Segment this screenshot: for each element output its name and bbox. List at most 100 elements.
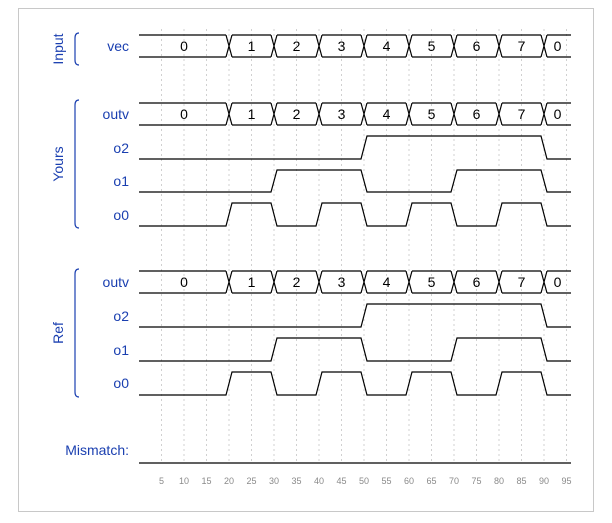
bus-value: 5 — [428, 274, 436, 290]
o1-wave — [139, 337, 571, 362]
group-bracket — [74, 268, 80, 398]
bus-rail — [139, 34, 571, 58]
bus-transition — [495, 270, 503, 294]
bus-transition — [540, 102, 548, 126]
group-bracket — [74, 32, 80, 66]
bus-value: 0 — [180, 38, 188, 54]
time-tick-label: 70 — [449, 476, 459, 486]
bus-transition — [315, 270, 323, 294]
bus-value: 4 — [383, 38, 391, 54]
bus-transition — [270, 34, 278, 58]
time-grid — [161, 29, 567, 464]
bus-value: 2 — [293, 274, 301, 290]
waveforms: 0 1 2 3 4 5 6 7 0 0 1 2 3 4 5 6 7 0 0 1 2 3 4 5 6 7 0 — [139, 34, 571, 464]
time-tick-label: 50 — [359, 476, 369, 486]
bus-value: 3 — [338, 106, 346, 122]
bus-value: 4 — [383, 274, 391, 290]
bus-value: 7 — [518, 106, 526, 122]
bus-value: 0 — [554, 106, 562, 122]
time-tick-label: 10 — [179, 476, 189, 486]
time-tick-label: 20 — [224, 476, 234, 486]
bus-transition — [270, 102, 278, 126]
signal-label-outv: outv — [103, 274, 129, 290]
time-tick-label: 80 — [494, 476, 504, 486]
time-tick-label: 25 — [246, 476, 256, 486]
time-tick-label: 35 — [291, 476, 301, 486]
bus-rail — [139, 102, 571, 126]
bus-transition — [225, 102, 233, 126]
o2-wave — [139, 135, 571, 160]
time-tick-label: 45 — [336, 476, 346, 486]
bus-value: 5 — [428, 106, 436, 122]
signal-label-o0: o0 — [113, 207, 129, 223]
bus-value: 2 — [293, 38, 301, 54]
bus-value: 6 — [473, 106, 481, 122]
bus-transition — [360, 270, 368, 294]
bus-transition — [450, 270, 458, 294]
time-tick-label: 5 — [159, 476, 164, 486]
bus-value: 6 — [473, 274, 481, 290]
bus-transition — [495, 102, 503, 126]
bus-value: 3 — [338, 38, 346, 54]
bus-transition — [540, 270, 548, 294]
bus-transition — [450, 34, 458, 58]
bus-transition — [405, 34, 413, 58]
group-label-yours: Yours — [50, 146, 66, 181]
time-tick-label: 90 — [539, 476, 549, 486]
signal-label-o1: o1 — [113, 173, 129, 189]
bus-transition — [405, 270, 413, 294]
mismatch-label: Mismatch: — [65, 442, 129, 458]
time-tick-label: 60 — [404, 476, 414, 486]
group-label-ref: Ref — [50, 322, 66, 344]
time-tick-label: 55 — [381, 476, 391, 486]
bus-transition — [225, 34, 233, 58]
bus-value: 1 — [248, 274, 256, 290]
bus-value: 0 — [180, 274, 188, 290]
o2-wave — [139, 303, 571, 328]
o0-wave — [139, 202, 571, 227]
bus-value: 5 — [428, 38, 436, 54]
signal-label-outv: outv — [103, 106, 129, 122]
bus-transition — [360, 102, 368, 126]
bus-value: 0 — [554, 274, 562, 290]
signal-label-o2: o2 — [113, 140, 129, 156]
signal-label-o2: o2 — [113, 308, 129, 324]
bus-value: 2 — [293, 106, 301, 122]
time-tick-label: 15 — [201, 476, 211, 486]
bus-value: 7 — [518, 38, 526, 54]
bus-transition — [360, 34, 368, 58]
time-tick-label: 30 — [269, 476, 279, 486]
bus-value: 1 — [248, 38, 256, 54]
signal-label-vec: vec — [107, 38, 129, 54]
bus-value: 0 — [554, 38, 562, 54]
bus-value: 4 — [383, 106, 391, 122]
signal-label-o1: o1 — [113, 342, 129, 358]
bus-transition — [405, 102, 413, 126]
bus-value: 0 — [180, 106, 188, 122]
o0-wave — [139, 371, 571, 396]
bus-transition — [270, 270, 278, 294]
time-tick-label: 85 — [516, 476, 526, 486]
bus-value: 1 — [248, 106, 256, 122]
bus-transition — [315, 34, 323, 58]
time-tick-label: 40 — [314, 476, 324, 486]
group-bracket — [74, 99, 80, 229]
bus-value: 6 — [473, 38, 481, 54]
time-tick-label: 75 — [471, 476, 481, 486]
bus-transition — [225, 270, 233, 294]
group-label-input: Input — [50, 33, 66, 64]
bus-transition — [540, 34, 548, 58]
bus-transition — [450, 102, 458, 126]
bus-rail — [139, 270, 571, 294]
o1-wave — [139, 169, 571, 193]
bus-value: 3 — [338, 274, 346, 290]
time-tick-label: 65 — [426, 476, 436, 486]
bus-value: 7 — [518, 274, 526, 290]
bus-transition — [315, 102, 323, 126]
bus-transition — [495, 34, 503, 58]
